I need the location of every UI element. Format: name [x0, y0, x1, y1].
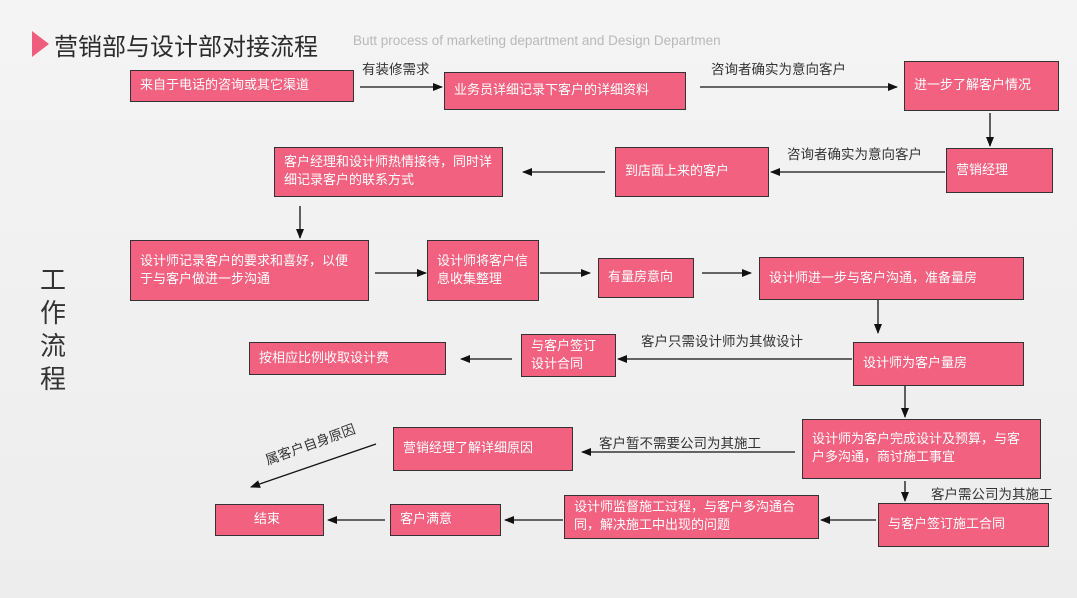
step-record-client-info: 业务员详细记录下客户的详细资料 — [444, 72, 686, 110]
side-title: 工作流程 — [39, 266, 66, 395]
step-complete-design: 设计师为客户完成设计及预算，与客户多沟通，商讨施工事宜 — [802, 419, 1041, 479]
step-organize-info: 设计师将客户信息收集整理 — [427, 240, 539, 301]
step-designer-record: 设计师记录客户的要求和喜好，以便于与客户做进一步沟通 — [130, 240, 369, 301]
step-construction-contract: 与客户签订施工合同 — [878, 503, 1049, 547]
step-marketing-manager: 营销经理 — [946, 148, 1053, 193]
label-needs-construction: 客户需公司为其施工 — [931, 487, 1053, 503]
label-renovation-need: 有装修需求 — [362, 62, 430, 78]
label-design-only: 客户只需设计师为其做设计 — [641, 334, 803, 350]
step-supervise-construction: 设计师监督施工过程，与客户多沟通合同，解决施工中出现的问题 — [564, 495, 819, 539]
step-understand-client: 进一步了解客户情况 — [904, 61, 1059, 111]
step-collect-design-fee: 按相应比例收取设计费 — [249, 342, 446, 375]
page-title: 营销部与设计部对接流程 — [54, 33, 318, 61]
step-inquiry-channels: 来自于电话的咨询或其它渠道 — [130, 70, 354, 102]
step-measure-house: 设计师为客户量房 — [853, 342, 1024, 386]
step-design-contract: 与客户签订设计合同 — [521, 334, 616, 377]
label-confirmed-client-1: 咨询者确实为意向客户 — [711, 62, 846, 78]
step-reception: 客户经理和设计师热情接待，同时详细记录客户的联系方式 — [274, 147, 503, 197]
step-client-satisfied: 客户满意 — [390, 504, 501, 536]
title-marker-icon — [32, 31, 49, 57]
page-subtitle: Butt process of marketing department and… — [353, 33, 721, 48]
arrow-15-19 — [250, 443, 377, 488]
step-measure-intent: 有量房意向 — [598, 258, 694, 298]
label-no-construction: 客户暂不需要公司为其施工 — [599, 436, 761, 452]
step-end: 结束 — [215, 504, 324, 536]
step-walk-in-client: 到店面上来的客户 — [615, 147, 769, 197]
step-prepare-measure: 设计师进一步与客户沟通，准备量房 — [759, 257, 1024, 300]
step-understand-reason: 营销经理了解详细原因 — [393, 427, 573, 471]
label-confirmed-client-2: 咨询者确实为意向客户 — [787, 147, 922, 163]
